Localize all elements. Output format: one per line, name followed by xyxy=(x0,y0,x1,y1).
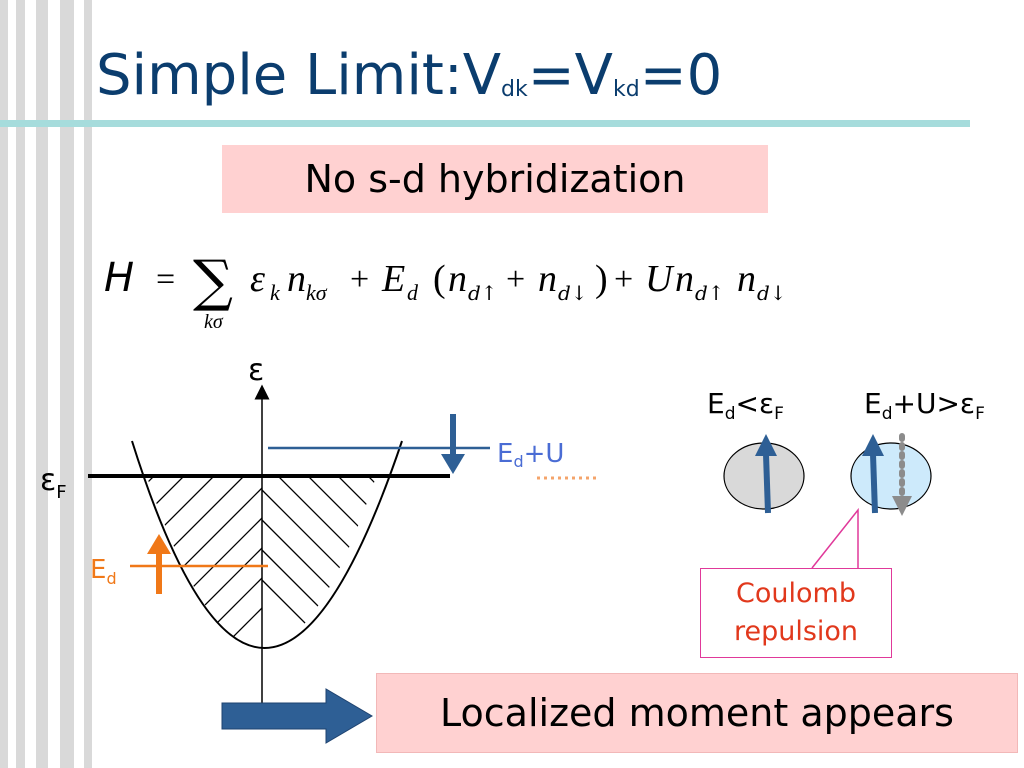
orbital-right-ellipse xyxy=(850,442,932,510)
orbital-right-label: Ed+U>εF xyxy=(864,387,985,424)
orbital-right-sub: d xyxy=(882,404,893,424)
hybridization-note: No s-d hybridization xyxy=(222,145,768,213)
orbital-right-main: E xyxy=(864,387,882,420)
spin-down-arrow-band xyxy=(441,414,465,474)
ed-label-main: E xyxy=(90,555,106,585)
callout-pointer xyxy=(811,507,859,569)
energy-axis-label: ε xyxy=(248,353,264,388)
stripe xyxy=(36,0,48,768)
ed-label-sub: d xyxy=(106,569,116,588)
orbital-right-spin-up-arrow xyxy=(862,434,884,514)
callout-line1: Coulomb xyxy=(736,578,856,609)
title-underline xyxy=(0,120,970,127)
stripe xyxy=(16,0,25,768)
orbital-left-sub: d xyxy=(725,404,736,424)
spin-up-arrow-band xyxy=(147,534,171,594)
title-main: Simple Limit:V xyxy=(96,43,502,108)
fermi-label-main: ε xyxy=(40,463,56,498)
stripe xyxy=(0,0,8,768)
orbital-left-mid: <ε xyxy=(736,387,775,420)
fermi-level-label: εF xyxy=(40,463,67,503)
conclusion-box: Localized moment appears xyxy=(376,673,1018,753)
title-sub-kd: kd xyxy=(612,77,640,102)
orbital-left-main: E xyxy=(707,387,725,420)
orbital-left-label: Ed<εF xyxy=(707,387,784,424)
title-sub-dk: dk xyxy=(501,77,528,102)
slide-title: Simple Limit:Vdk=Vkd=0 xyxy=(96,48,722,104)
edu-label-sub: d xyxy=(513,452,523,471)
stripe xyxy=(84,0,92,768)
title-end: =0 xyxy=(639,43,723,108)
band-parabola xyxy=(131,440,403,649)
conclusion-arrow xyxy=(221,688,373,744)
orbital-left-spin-up-arrow xyxy=(755,434,777,514)
edu-label-main: E xyxy=(497,439,513,469)
orbital-right-mid: +U>ε xyxy=(893,387,976,420)
callout-line2: repulsion xyxy=(733,616,859,647)
orbital-right-sub2: F xyxy=(975,404,985,424)
left-stripes xyxy=(0,0,92,768)
edu-label-tail: +U xyxy=(524,439,565,469)
orbital-left-sub2: F xyxy=(774,404,784,424)
orbital-right-spin-down-dotted-arrow xyxy=(892,433,912,516)
stripe xyxy=(60,0,74,768)
title-mid: =V xyxy=(527,43,613,108)
coulomb-repulsion-callout: Coulomb repulsion xyxy=(700,568,892,658)
ed-label: Ed xyxy=(90,555,117,588)
ed-plus-u-label: Ed+U xyxy=(497,439,564,471)
fermi-label-sub: F xyxy=(56,482,66,503)
